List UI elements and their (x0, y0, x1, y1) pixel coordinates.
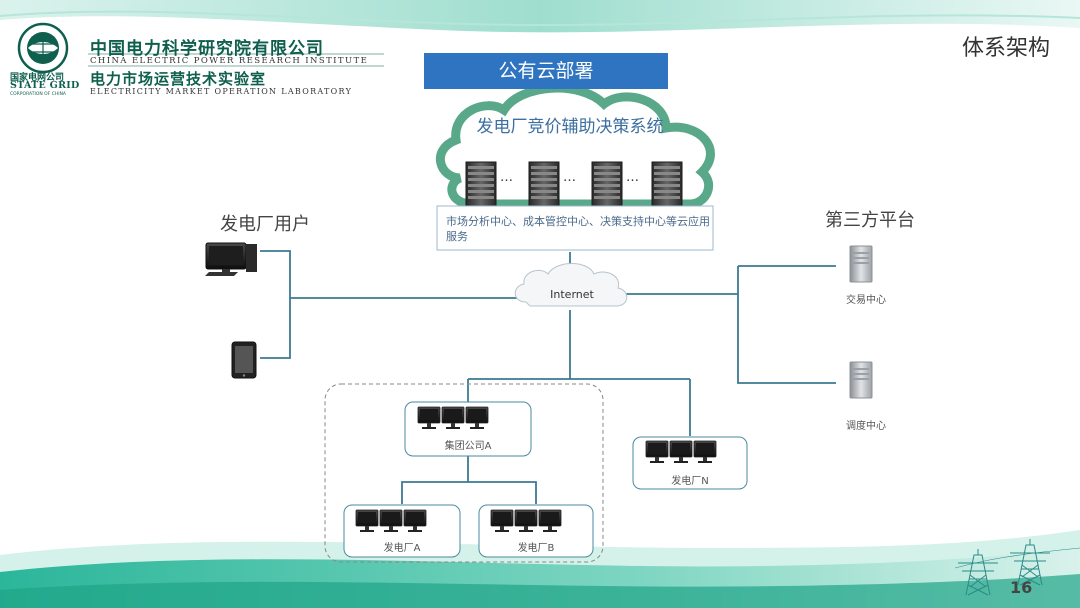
dispatch-center-server-icon (849, 361, 873, 399)
state-grid-subtitle: CORPORATION OF CHINA (10, 92, 67, 97)
third-party-label: 第三方平台 (825, 210, 915, 231)
org-name-en: CHINA ELECTRIC POWER RESEARCH INSTITUTE (90, 56, 369, 66)
deployment-banner: 公有云部署 (424, 53, 668, 89)
org-name-cn: 中国电力科学研究院有限公司 (90, 39, 324, 59)
server-icon (591, 161, 623, 207)
plant-n-label: 发电厂N (671, 476, 709, 487)
desktop-computer-icon (205, 242, 257, 276)
enterprise-group-border (324, 383, 604, 563)
server-icon (651, 161, 683, 207)
cloud-shape (435, 83, 715, 209)
plant-b-label: 发电厂B (517, 543, 555, 554)
plant-a-workstations-icon (356, 510, 426, 532)
group-company-workstations-icon (418, 407, 488, 429)
third-party-bracket-link (737, 265, 836, 384)
server-icon (528, 161, 560, 207)
cloud-services-box (436, 205, 714, 251)
group-to-plants-link (401, 456, 537, 504)
lab-name-en: ELECTRICITY MARKET OPERATION LABORATORY (90, 87, 353, 96)
server-ellipsis: … (500, 170, 513, 185)
section-title: 体系架构 (961, 36, 1050, 61)
tablet-icon (231, 341, 257, 379)
state-grid-logo-icon (17, 22, 69, 74)
plant-n-workstations-icon (646, 441, 716, 463)
bottom-wave-decoration (0, 530, 1080, 608)
server-ellipsis: … (626, 170, 639, 185)
server-ellipsis: … (563, 170, 576, 185)
internet-cloud-icon (514, 263, 628, 307)
user-group-label: 发电厂用户 (220, 214, 310, 235)
plant-b-workstations-icon (491, 510, 561, 532)
user-bracket-link (260, 250, 291, 359)
cloud-services-text: 市场分析中心、成本管控中心、决策支持中心等云应用服务 (446, 215, 710, 243)
cloud-system-name: 发电厂竞价辅助决策系统 (476, 117, 664, 137)
state-grid-name-en: STATE GRID (10, 80, 80, 91)
connection-lines (260, 250, 836, 504)
group-company-label: 集团公司A (444, 441, 492, 452)
page-number: 16 (1010, 578, 1033, 597)
lab-name-cn: 电力市场运营技术实验室 (90, 70, 267, 88)
trading-center-server-icon (849, 245, 873, 283)
top-wave-decoration (0, 0, 1080, 33)
trading-center-label: 交易中心 (846, 295, 886, 306)
dispatch-center-label: 调度中心 (846, 421, 886, 432)
plant-a-label: 发电厂A (383, 543, 421, 554)
server-icon (465, 161, 497, 207)
internet-label: Internet (550, 288, 594, 301)
power-pylon-icons (954, 538, 1080, 596)
state-grid-name-cn: 国家电网公司 (10, 73, 65, 83)
